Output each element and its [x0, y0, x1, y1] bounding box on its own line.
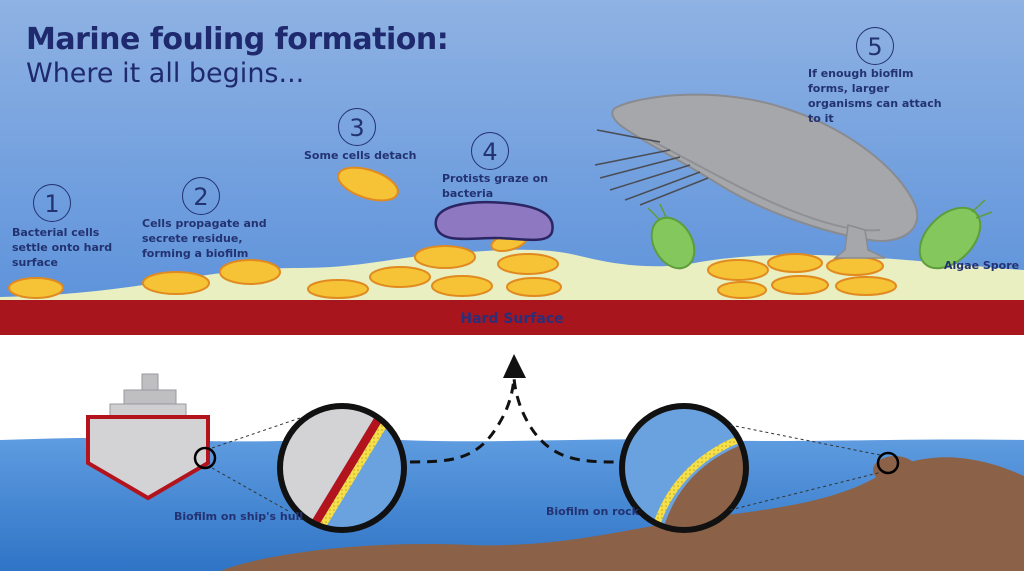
rock-zoom-marker [876, 451, 900, 475]
step-4-number: 4 [471, 132, 509, 170]
upward-arrow-icon [503, 354, 526, 378]
title-line-1: Marine fouling formation: [26, 22, 449, 57]
ship [86, 373, 210, 501]
algae-spore-label: Algae Spore [944, 259, 1020, 272]
dashed-connection [409, 377, 619, 464]
rock-label: Biofilm on rock [546, 505, 639, 518]
step-5-label: If enough biofilm forms, larger organism… [808, 67, 942, 125]
algae-spore-left [647, 203, 696, 270]
bacterium [707, 259, 769, 281]
bacterium [506, 277, 562, 297]
bacterium [717, 281, 767, 299]
protist-shape [434, 200, 554, 242]
step-3-label: Some cells detach [304, 149, 417, 162]
bacterium [142, 271, 210, 295]
zoom-lines-rock [729, 424, 883, 511]
ship-zoom-marker [193, 446, 217, 470]
bacterium [835, 276, 897, 296]
bacterium [414, 245, 476, 269]
magnifier-ship-hull [277, 403, 407, 533]
bacterium [337, 166, 399, 202]
hard-surface-label: Hard Surface [460, 311, 564, 327]
title-line-2: Where it all begins... [26, 58, 305, 89]
bacterium [307, 279, 369, 299]
seabed-rock [220, 457, 1024, 571]
bacterium [771, 275, 829, 295]
step-5-number: 5 [856, 27, 894, 65]
step-1-label: Bacterial cells settle onto hard surface [12, 226, 113, 269]
step-3-number: 3 [338, 108, 376, 146]
algae-spore-right [918, 199, 993, 270]
bacterium [497, 253, 559, 275]
barnacle-larva [594, 93, 919, 259]
bacterium [826, 256, 884, 276]
bacterium [369, 266, 431, 288]
step-4-label: Protists graze on bacteria [442, 172, 549, 200]
hard-surface-bar [0, 300, 1024, 335]
step-1-number: 1 [33, 184, 71, 222]
ship-hull-label: Biofilm on ship's hull [174, 510, 304, 523]
bacterium [8, 277, 64, 299]
zoom-lines-ship [211, 417, 301, 513]
step-2-number: 2 [182, 177, 220, 215]
bacterium [431, 275, 493, 297]
bacterium [219, 259, 281, 285]
bacterium [767, 253, 823, 273]
step-2-label: Cells propagate and secrete residue, for… [142, 217, 267, 260]
